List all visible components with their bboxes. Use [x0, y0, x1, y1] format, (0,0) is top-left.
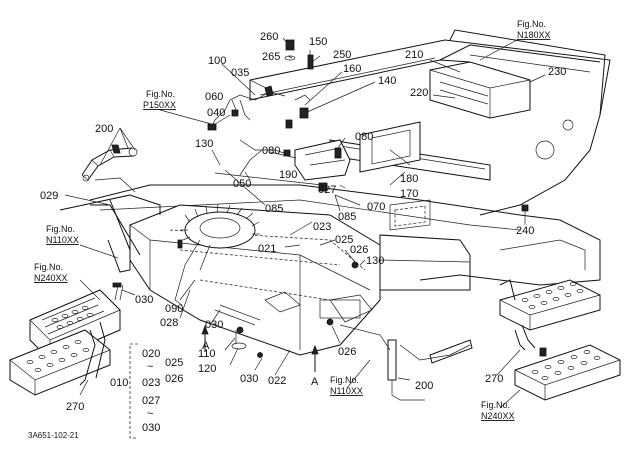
part-label: 030: [142, 422, 160, 434]
part-labels: 260 265 150 250 210 230 100 035 160 140 …: [40, 31, 566, 434]
part-label: 220: [410, 87, 428, 99]
range-tilde: ~: [147, 408, 153, 420]
assembly-drawing: [9, 29, 621, 401]
part-label: 022: [268, 375, 286, 387]
part-label: 120: [198, 363, 216, 375]
part-label: 130: [195, 138, 213, 150]
part-label: 160: [343, 63, 361, 75]
part-label: 200: [95, 123, 113, 135]
fig-ref-title: Fig.No.: [481, 400, 510, 410]
part-label: 170: [400, 188, 418, 200]
fig-ref-code: N240XX: [34, 273, 68, 283]
part-label: 270: [66, 401, 84, 413]
part-label: 090: [165, 303, 183, 315]
fig-ref-title: Fig.No.: [517, 19, 546, 29]
section-marker-label: A: [202, 340, 210, 352]
part-label: 110: [198, 348, 216, 360]
range-tilde: ~: [147, 361, 153, 373]
fig-ref-leaders: [79, 39, 521, 409]
part-label: 210: [405, 49, 423, 61]
group-bracket: [129, 343, 138, 439]
part-label: 100: [208, 55, 226, 67]
part-label: 040: [207, 107, 225, 119]
part-label: 010: [110, 377, 128, 389]
part-label: 029: [40, 190, 58, 202]
part-label: 140: [378, 75, 396, 87]
part-label: 085: [265, 203, 283, 215]
figure-references: Fig.No. N180XX Fig.No. P150XX Fig.No. N1…: [34, 19, 551, 421]
diagram-code: 3A651-102-21: [28, 431, 79, 440]
part-label: 026: [350, 244, 368, 256]
part-label: 023: [313, 221, 331, 233]
part-label: 250: [333, 49, 351, 61]
part-label: 023: [142, 377, 160, 389]
fig-ref-title: Fig.No.: [34, 262, 63, 272]
part-label: 030: [135, 294, 153, 306]
part-label: 190: [279, 169, 297, 181]
part-label: 060: [205, 91, 223, 103]
section-marker-label: A: [311, 376, 319, 388]
part-label: 025: [165, 357, 183, 369]
part-label: 025: [335, 234, 353, 246]
part-label: 035: [231, 67, 249, 79]
part-label: 240: [516, 225, 534, 237]
part-label: 265: [262, 51, 280, 63]
part-label: 050: [233, 178, 251, 190]
part-label: 200: [415, 380, 433, 392]
part-label: 085: [338, 211, 356, 223]
fig-ref-title: Fig.No.: [146, 89, 175, 99]
fig-ref-code: N180XX: [517, 30, 551, 40]
part-label: 026: [165, 373, 183, 385]
part-label: 027: [318, 184, 336, 196]
part-label: 030: [205, 319, 223, 331]
section-markers: [201, 324, 319, 372]
part-label: 026: [338, 346, 356, 358]
part-label: 070: [367, 201, 385, 213]
part-label: 080: [355, 131, 373, 143]
fig-ref-code: N110XX: [330, 386, 363, 396]
part-label: 230: [548, 66, 566, 78]
fig-ref-code: P150XX: [143, 100, 176, 110]
part-label: 150: [309, 36, 327, 48]
part-label: 030: [240, 373, 258, 385]
leader-lines: [64, 37, 546, 396]
part-label: 180: [400, 173, 418, 185]
fig-ref-title: Fig.No.: [330, 375, 359, 385]
fig-ref-code: N240XX: [481, 411, 515, 421]
part-label: 270: [485, 373, 503, 385]
part-label: 080: [262, 145, 280, 157]
fig-ref-code: N110XX: [46, 235, 79, 245]
part-label: 260: [260, 31, 278, 43]
part-label: 027: [142, 395, 160, 407]
part-label: 021: [258, 243, 276, 255]
fig-ref-title: Fig.No.: [46, 224, 75, 234]
part-label: 130: [366, 255, 384, 267]
part-label: 020: [142, 348, 160, 360]
part-label: 028: [160, 317, 178, 329]
